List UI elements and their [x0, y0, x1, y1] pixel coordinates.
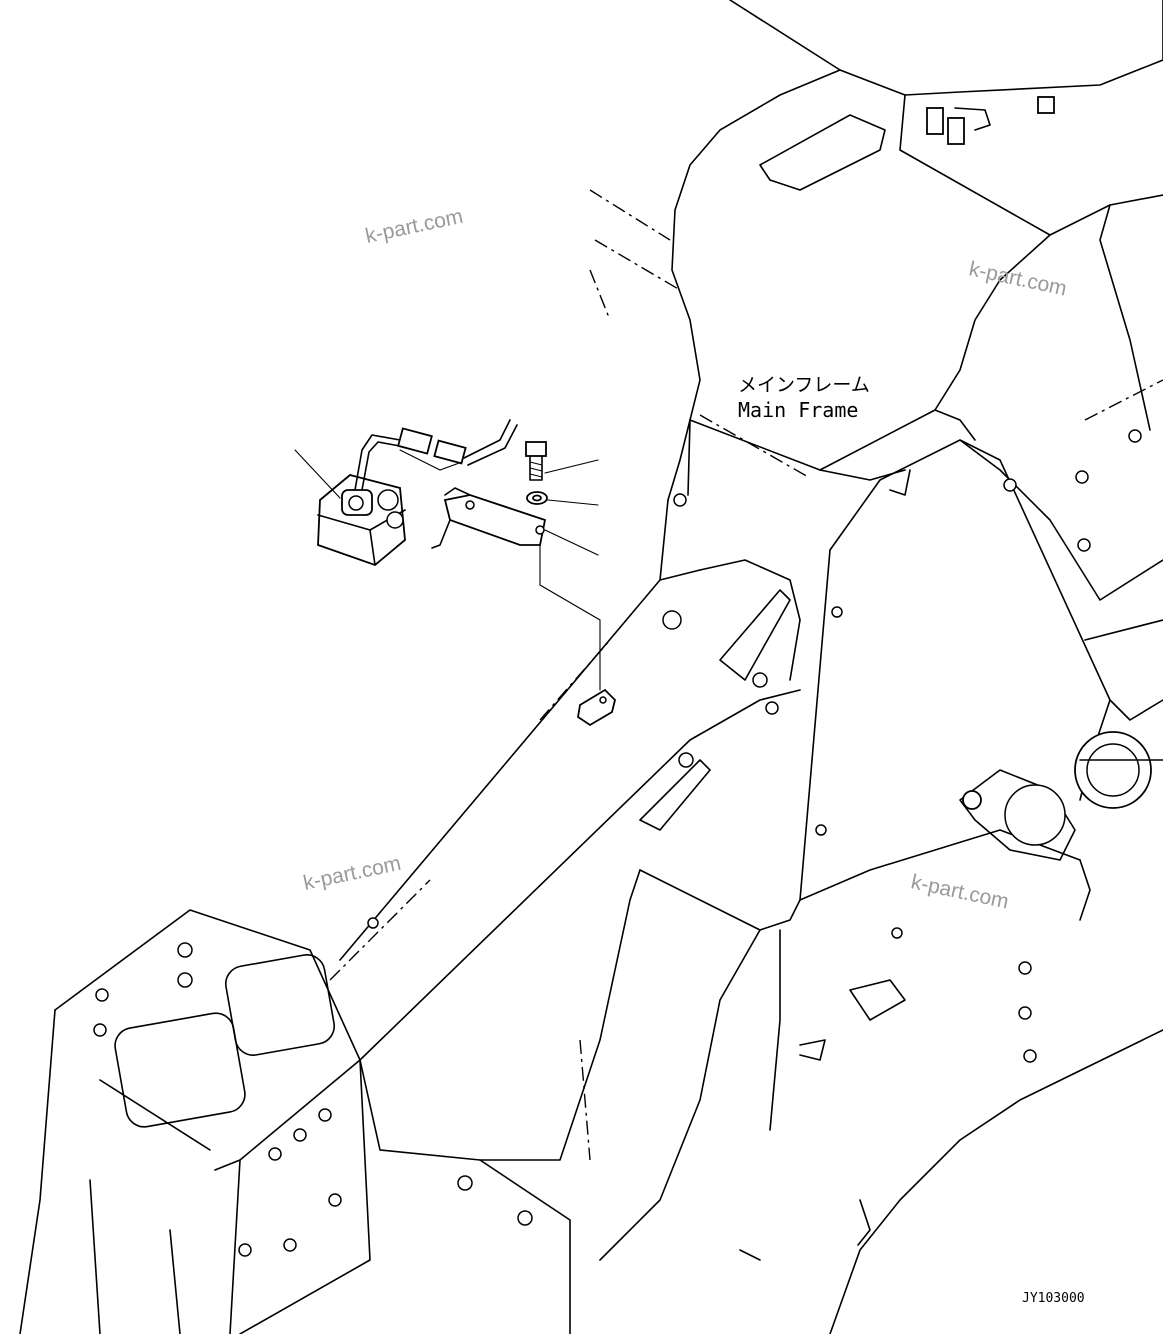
watermark-3: k-part.com	[301, 852, 403, 895]
boom-arm	[329, 493, 801, 1334]
watermark-4: k-part.com	[909, 870, 1011, 913]
bolt	[525, 441, 547, 481]
mounting-block	[577, 688, 616, 727]
frame-mounting-pad	[759, 96, 1055, 191]
watermark-1: k-part.com	[363, 205, 465, 248]
frame-label-english: Main Frame	[738, 398, 858, 422]
rear-bumper	[19, 909, 371, 1334]
frame-label-japanese: メインフレーム	[738, 374, 870, 396]
leader-lines	[294, 449, 601, 691]
lift-arm	[639, 379, 1163, 931]
main-frame-outline	[589, 0, 1163, 501]
lower-frame	[739, 927, 1163, 1334]
washer	[526, 491, 548, 505]
drawing-code: JY103000	[1022, 1291, 1085, 1306]
work-lamp-assembly	[317, 419, 518, 567]
